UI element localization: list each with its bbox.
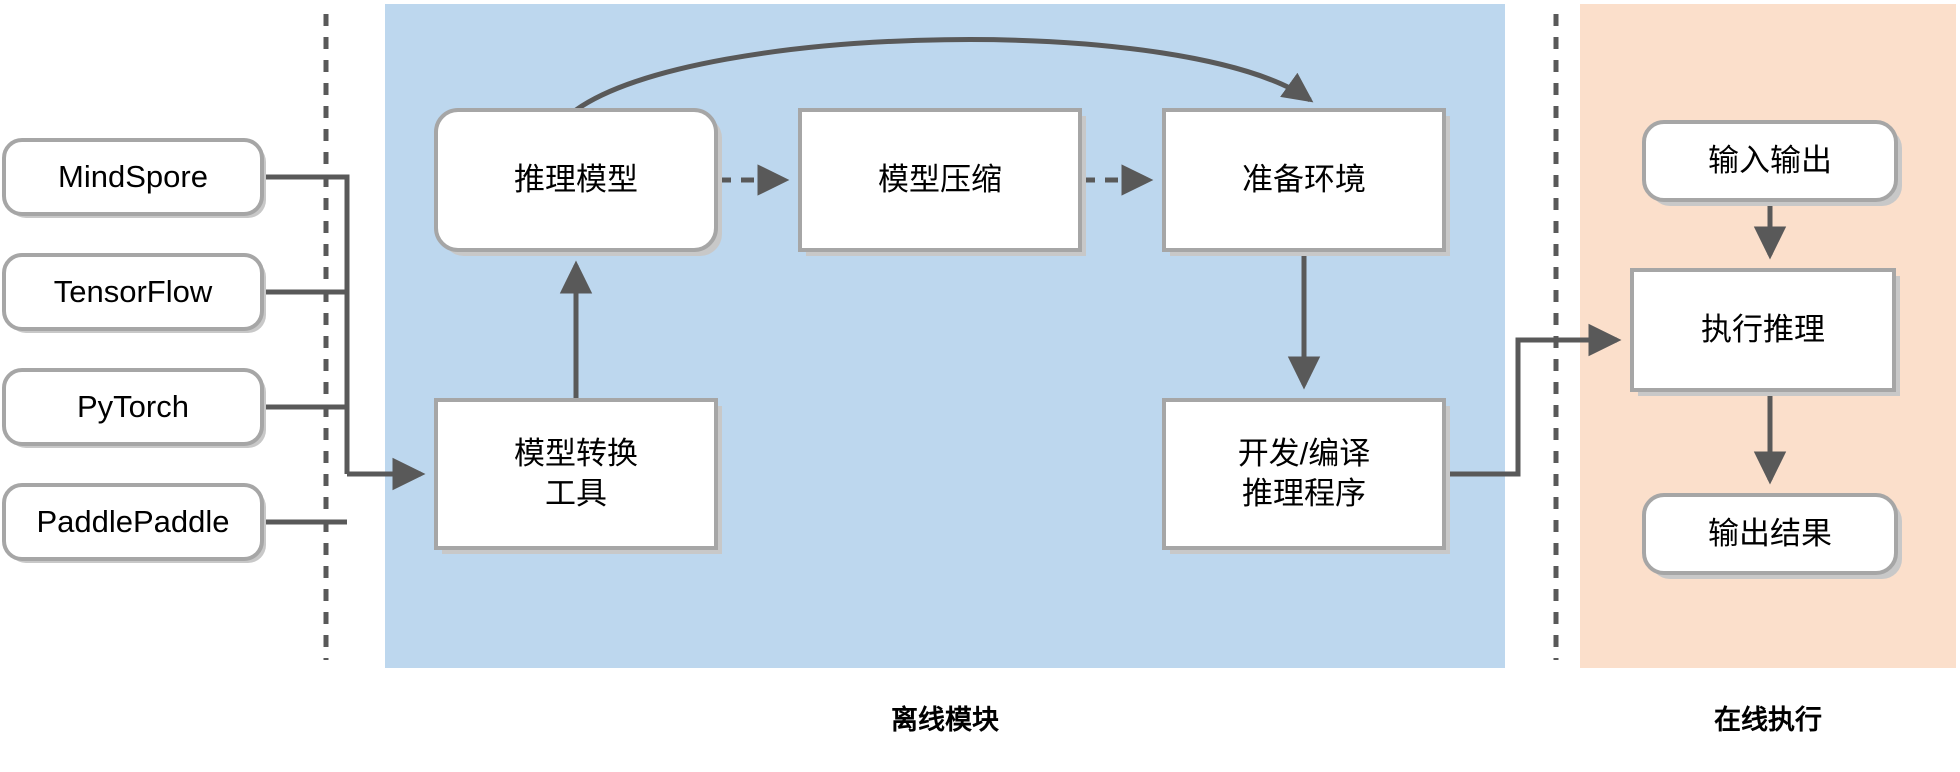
node-shape-mindspore[interactable] (2, 138, 266, 218)
node-shape-pytorch[interactable] (2, 368, 266, 448)
node-shape-output-result[interactable] (1642, 493, 1902, 579)
edge-frameworks-to-converter (262, 174, 426, 525)
node-shape-prepare-environment[interactable] (1162, 108, 1450, 256)
node-shape-input-output[interactable] (1642, 120, 1902, 206)
node-shape-model-compression[interactable] (798, 108, 1086, 256)
node-shape-execute-inference[interactable] (1630, 268, 1900, 396)
edge-inference-model-to-prepare-env (574, 37, 1314, 113)
region-offline-background (385, 4, 1505, 668)
edge-develop-to-execute (1444, 323, 1622, 477)
region-caption-offline: 离线模块 (891, 705, 999, 735)
region-caption-online: 在线执行 (1714, 705, 1822, 735)
node-shape-tensorflow[interactable] (2, 253, 266, 333)
node-shape-develop-compile-program[interactable] (1162, 398, 1450, 554)
node-shape-model-conversion-tool[interactable] (434, 398, 722, 554)
node-shape-paddlepaddle[interactable] (2, 483, 266, 563)
node-shape-inference-model[interactable] (434, 108, 722, 256)
